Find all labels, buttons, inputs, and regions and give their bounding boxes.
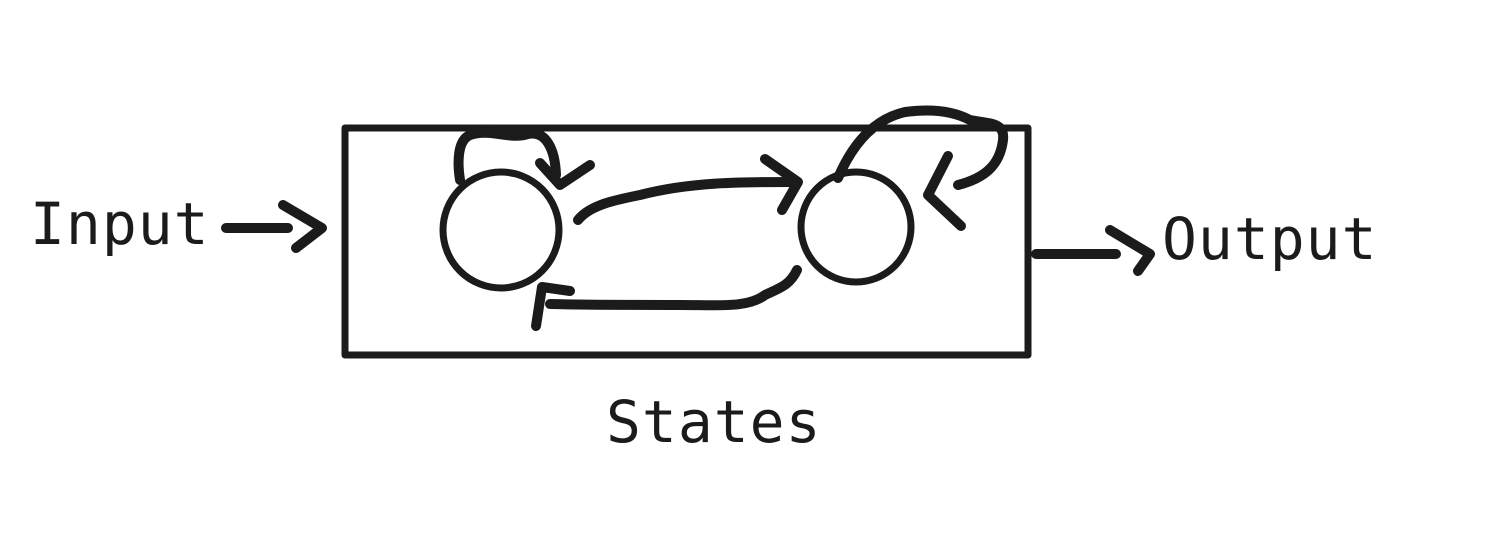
transition-1-to-2 <box>573 154 803 225</box>
transition-2-to-1 <box>531 265 802 331</box>
state-node-1 <box>439 168 563 292</box>
output-arrow <box>1031 225 1155 276</box>
input-arrow <box>221 200 327 253</box>
states-container-box <box>341 124 1032 359</box>
output-label: Output <box>1162 205 1378 273</box>
self-loop-state-1 <box>453 127 595 190</box>
states-label: States <box>606 388 822 456</box>
self-loop-state-2 <box>833 105 1009 231</box>
input-label: Input <box>30 190 210 258</box>
state-node-2 <box>797 168 915 286</box>
